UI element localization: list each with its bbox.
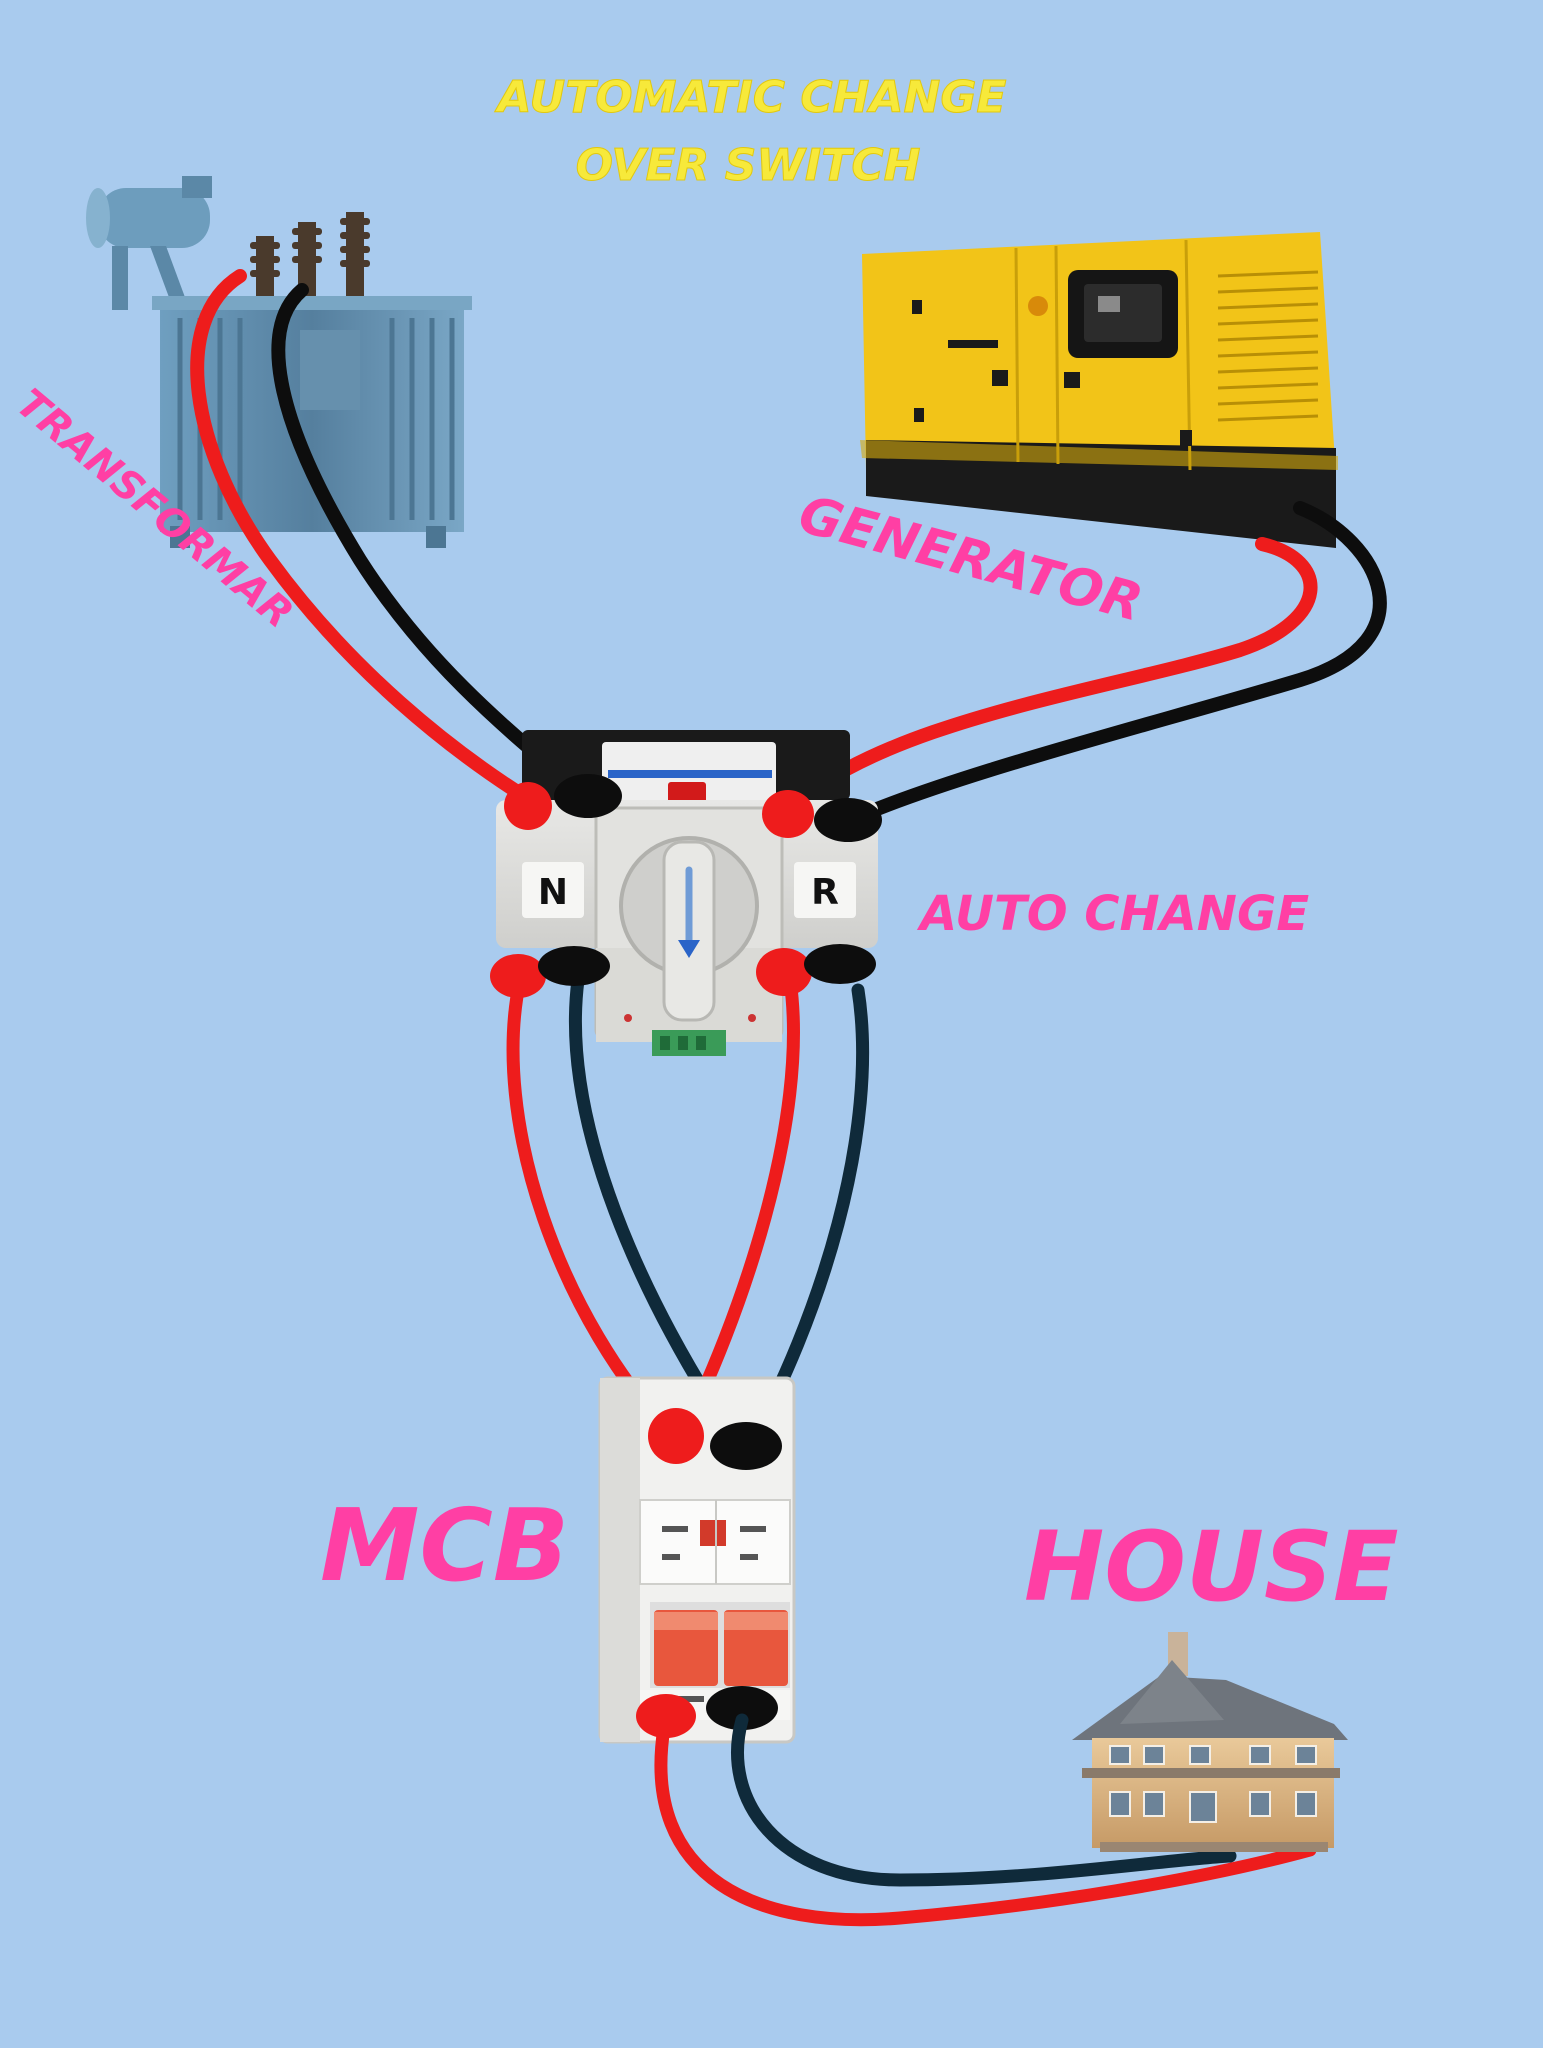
- transformer-neutral-wire: [271, 283, 592, 802]
- switch-top-live-terminal: [504, 782, 552, 830]
- generator-neutral-wire: [839, 501, 1387, 829]
- mcb-top-neutral-terminal: [710, 1422, 782, 1470]
- mcb-bottom-live-terminal: [636, 1694, 696, 1738]
- house-label: HOUSE: [1024, 1511, 1399, 1623]
- mcb-to-house-live-wire: [654, 1721, 1317, 1927]
- mcb-label: MCB: [320, 1487, 569, 1604]
- switch-bottom-neutral-terminal: [538, 946, 610, 986]
- switch-bottom-live-terminal: [490, 954, 546, 998]
- switch-bottom-gen-live-terminal: [756, 948, 812, 996]
- generator-live-wire: [779, 537, 1318, 819]
- switch-to-mcb-live-wire-left: [506, 973, 683, 1447]
- switch-top-gen-live-terminal: [762, 790, 814, 838]
- switch-terminal-r: R: [811, 872, 839, 913]
- switch-top-neutral-terminal: [554, 774, 622, 818]
- auto-change-label: AUTO CHANGE: [916, 886, 1309, 942]
- mcb-top-live-terminal: [648, 1408, 704, 1464]
- mcb-to-house-neutral-wire: [731, 1713, 1237, 1887]
- house-icon: [1072, 1632, 1348, 1852]
- title-line-1: AUTOMATIC CHANGE: [494, 72, 1006, 123]
- switch-terminal-n: N: [538, 872, 568, 913]
- switch-top-gen-neutral-terminal: [814, 798, 882, 842]
- changeover-switch-icon: N R: [496, 730, 878, 1056]
- transformer-icon: [86, 176, 472, 548]
- generator-icon: [860, 232, 1338, 548]
- mcb-bottom-neutral-terminal: [706, 1686, 778, 1730]
- transformer-live-wire: [190, 269, 537, 807]
- title-line-2: OVER SWITCH: [576, 140, 921, 191]
- switch-bottom-gen-neutral-terminal: [804, 944, 876, 984]
